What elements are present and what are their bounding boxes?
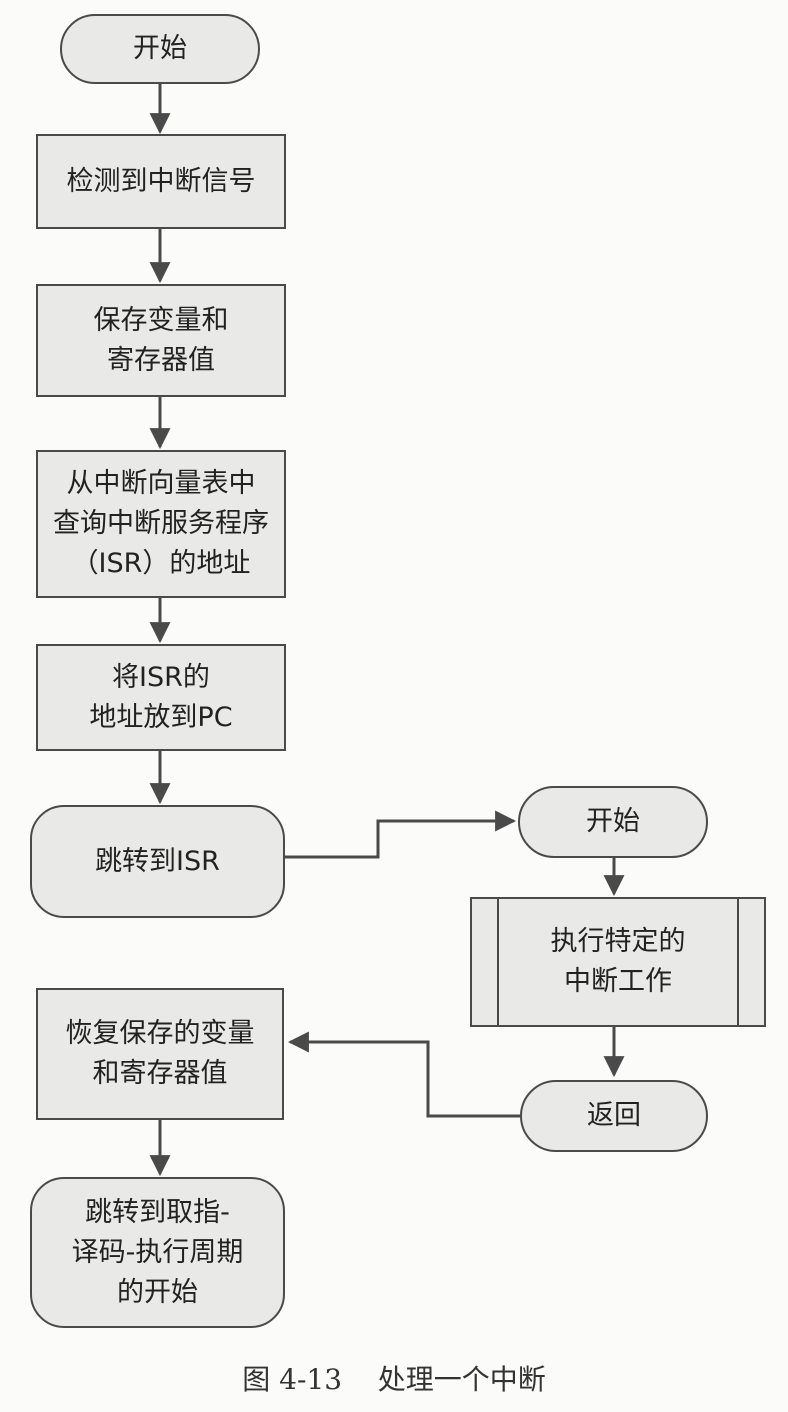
save-registers-line-2: 寄存器值 [107, 344, 215, 376]
jump-fetch-cycle-box: 跳转到取指- 译码-执行周期 的开始 [30, 1177, 285, 1328]
predefined-process-right-bar [737, 899, 766, 1025]
load-pc-line-1: 将ISR的 [112, 661, 210, 693]
load-pc-line-2: 地址放到PC [89, 701, 233, 733]
predefined-process-left-bar [470, 899, 499, 1025]
load-pc-box: 将ISR的 地址放到PC [36, 644, 286, 751]
lookup-isr-line-3: （ISR）的地址 [71, 548, 251, 579]
detect-interrupt-label: 检测到中断信号 [66, 165, 256, 197]
isr-work-predefined-process: 执行特定的 中断工作 [470, 897, 766, 1027]
detect-interrupt-box: 检测到中断信号 [36, 134, 286, 229]
start-terminal: 开始 [60, 14, 260, 84]
arrow-return-to-restore [287, 1031, 520, 1118]
isr-work-line-1: 执行特定的 [550, 926, 686, 957]
jump-isr-box: 跳转到ISR [30, 805, 285, 918]
jump-fetch-line-3: 的开始 [117, 1276, 198, 1308]
jump-fetch-line-1: 跳转到取指- [85, 1196, 230, 1228]
lookup-isr-line-1: 从中断向量表中 [66, 468, 256, 499]
isr-return-terminal: 返回 [520, 1080, 708, 1152]
isr-start-terminal: 开始 [518, 786, 708, 858]
isr-work-line-2: 中断工作 [564, 966, 672, 997]
lookup-isr-line-2: 查询中断服务程序 [53, 508, 269, 539]
jump-fetch-line-2: 译码-执行周期 [71, 1236, 244, 1268]
save-registers-line-1: 保存变量和 [93, 304, 229, 336]
figure-caption: 图 4-13 处理一个中断 [242, 1363, 546, 1396]
lookup-isr-box: 从中断向量表中 查询中断服务程序 （ISR）的地址 [36, 450, 286, 598]
start-label: 开始 [133, 33, 187, 64]
jump-isr-label: 跳转到ISR [95, 845, 220, 877]
arrow-jump-to-isr-start [285, 810, 517, 859]
isr-start-label: 开始 [586, 806, 640, 837]
restore-registers-line-2: 和寄存器值 [92, 1058, 228, 1089]
isr-return-label: 返回 [587, 1100, 641, 1131]
restore-registers-line-1: 恢复保存的变量 [65, 1018, 255, 1049]
save-registers-box: 保存变量和 寄存器值 [36, 284, 286, 397]
restore-registers-box: 恢复保存的变量 和寄存器值 [36, 988, 284, 1120]
